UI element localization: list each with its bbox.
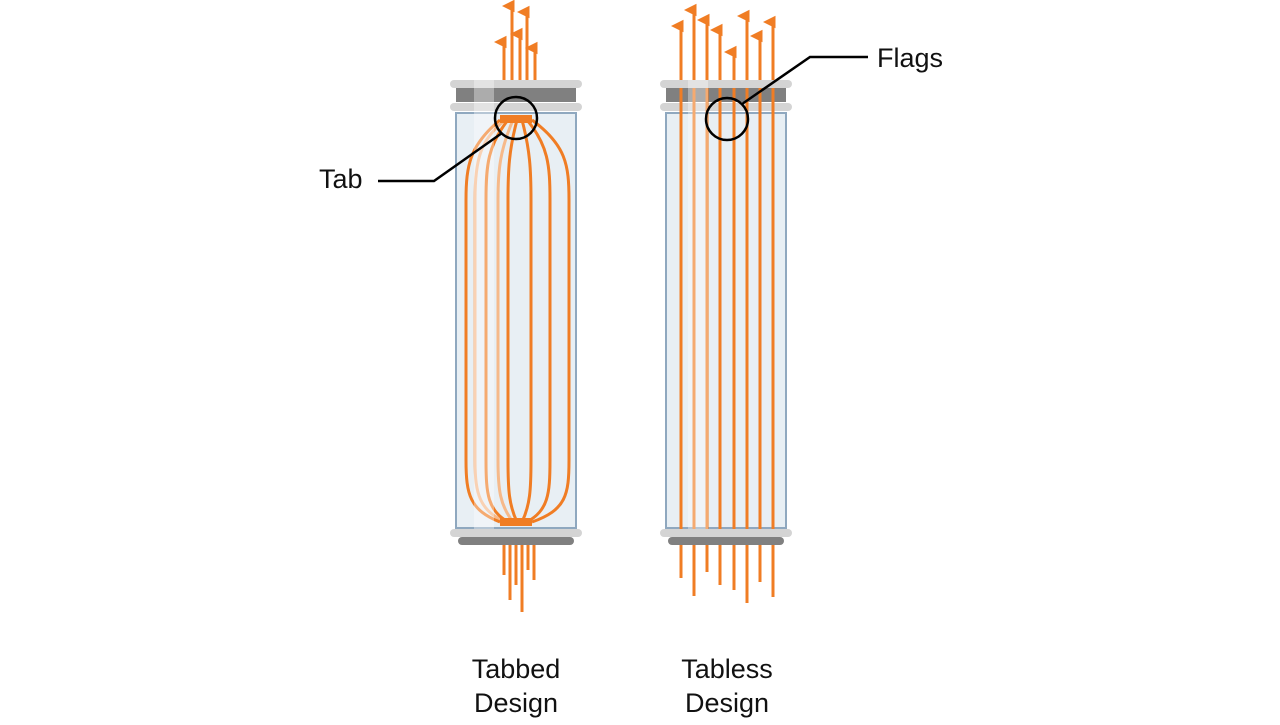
flags-callout-circle bbox=[704, 96, 750, 142]
tabless-can-body bbox=[665, 112, 787, 529]
tabless-bottom-rim-dark bbox=[668, 537, 784, 545]
tabbed-top-tab-plate bbox=[500, 115, 532, 123]
flags-label: Flags bbox=[877, 43, 944, 73]
tabbed-bottom-rim-dark bbox=[458, 537, 574, 545]
tabbed-bottom-current-lines bbox=[502, 545, 536, 612]
tabless-bottom-rim-light bbox=[660, 529, 792, 537]
tabless-gloss-highlight bbox=[688, 80, 708, 545]
tabless-top-rim-dark bbox=[666, 88, 786, 102]
tabless-bottom-current-lines bbox=[679, 545, 775, 603]
tabbed-back-current-paths bbox=[473, 118, 515, 524]
tabless-top-rim-light bbox=[660, 80, 792, 88]
tabbed-cell bbox=[450, 0, 582, 612]
flags-leader-line bbox=[741, 55, 868, 106]
tabbed-top-rim-light-2 bbox=[450, 103, 582, 111]
tabless-top-current-arrows bbox=[670, 3, 776, 82]
tab-callout-circle bbox=[493, 95, 539, 141]
tabless-current-paths bbox=[679, 88, 775, 545]
tab-leader-line bbox=[378, 131, 503, 183]
tabbed-top-current-arrows bbox=[493, 0, 538, 80]
tabbed-caption-line2: Design bbox=[473, 688, 559, 718]
tabless-caption-line2: Design bbox=[684, 688, 770, 718]
tabbed-top-rim-dark bbox=[456, 88, 576, 102]
tabless-design-caption: Tabless Design bbox=[627, 652, 827, 720]
tabbed-top-rim-light bbox=[450, 80, 582, 88]
tabbed-front-current-paths bbox=[464, 118, 571, 524]
tabbed-gloss-highlight bbox=[474, 80, 494, 545]
tabless-cell bbox=[660, 3, 792, 603]
tabless-caption-line1: Tabless bbox=[681, 654, 773, 684]
tabbed-caption-line1: Tabbed bbox=[471, 654, 561, 684]
tabbed-bottom-rim-light bbox=[450, 529, 582, 537]
tabbed-design-caption: Tabbed Design bbox=[416, 652, 616, 720]
tab-label: Tab bbox=[319, 164, 363, 194]
tabbed-bottom-tab-plate bbox=[500, 518, 532, 526]
